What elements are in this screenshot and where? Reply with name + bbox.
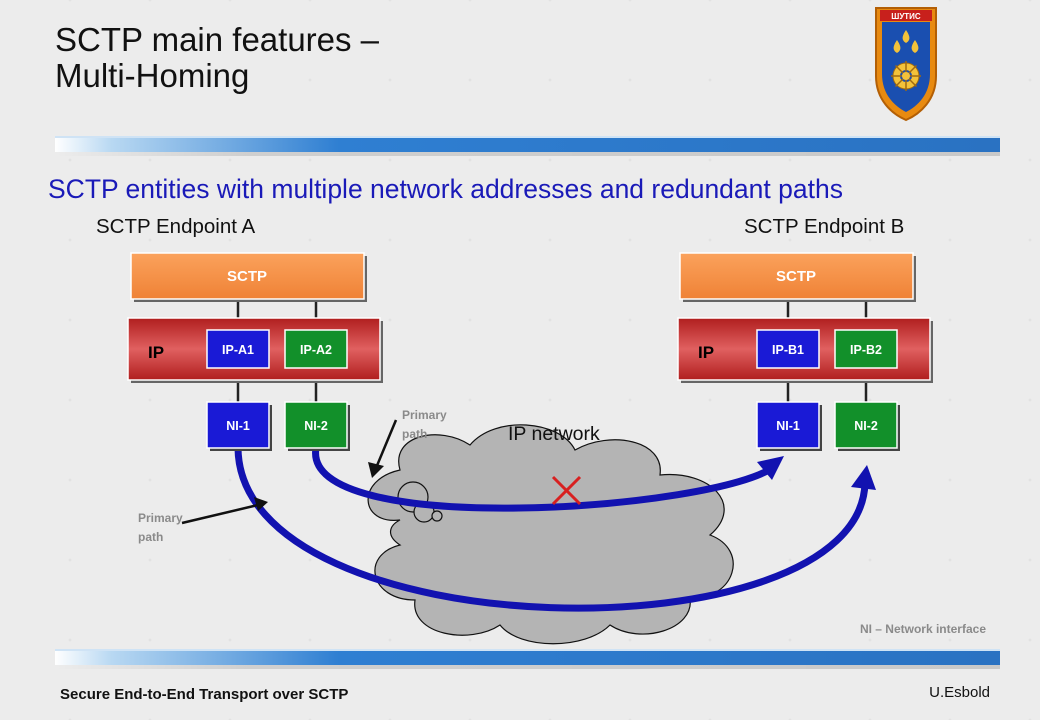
pointer-arrowhead-upper bbox=[368, 462, 384, 478]
primary-path-lower-line2: path bbox=[138, 530, 163, 544]
endpoint-a-ip-label: IP bbox=[148, 343, 164, 362]
endpoint-b-addr2-box bbox=[834, 329, 898, 369]
endpoint-b-addr1-box bbox=[756, 329, 820, 369]
endpoint-b-ni1-box bbox=[756, 401, 820, 449]
endpoint-a-ni1-label: NI-1 bbox=[226, 419, 250, 433]
endpoint-a-addr2-label: IP-A2 bbox=[300, 343, 332, 357]
network-paths bbox=[234, 447, 869, 612]
endpoint-a-addr1-box bbox=[206, 329, 270, 369]
endpoint-b-addr1-label: IP-B1 bbox=[772, 343, 804, 357]
endpoint-b-addr2-label: IP-B2 bbox=[850, 343, 882, 357]
slide-title: SCTP main features – Multi-Homing bbox=[55, 21, 380, 94]
endpoint-b-ni1-label: NI-1 bbox=[776, 419, 800, 433]
endpoint-b-label: SCTP Endpoint B bbox=[744, 215, 905, 238]
footer-author: U.Esbold bbox=[929, 684, 990, 701]
endpoint-b-sctp-label: SCTP bbox=[776, 268, 816, 285]
logo-text: ШУТИС bbox=[891, 12, 921, 21]
footer-divider bbox=[55, 649, 1000, 669]
endpoint-b-ip-label: IP bbox=[698, 343, 714, 362]
pointer-arrowhead-lower bbox=[254, 497, 268, 511]
endpoint-a-ni1-box bbox=[206, 401, 270, 449]
arrowhead-b-ni1 bbox=[757, 456, 784, 480]
primary-path-upper-line2: path bbox=[402, 427, 427, 441]
primary-path-upper-line1: Primary bbox=[402, 408, 447, 422]
endpoint-a-ni2-box bbox=[284, 401, 348, 449]
path-a-ni2-to-b-ni1 bbox=[312, 447, 778, 512]
endpoint-a-sctp-label: SCTP bbox=[227, 268, 267, 285]
ni-legend: NI – Network interface bbox=[860, 622, 986, 636]
path-a-ni1-to-b-ni2 bbox=[234, 447, 869, 612]
footer-course-title: Secure End-to-End Transport over SCTP bbox=[60, 686, 349, 703]
endpoint-b-ni2-label: NI-2 bbox=[854, 419, 878, 433]
slide-subtitle: SCTP entities with multiple network addr… bbox=[48, 174, 843, 204]
primary-path-pointers bbox=[181, 419, 398, 525]
endpoint-b-sctp-layer bbox=[679, 252, 914, 300]
title-divider bbox=[55, 136, 1000, 156]
endpoint-a-sctp-layer bbox=[130, 252, 365, 300]
endpoint-a-ni2-label: NI-2 bbox=[304, 419, 328, 433]
university-logo: ШУТИС bbox=[875, 7, 937, 122]
endpoint-b-stack: SCTP IP IP-B1 IP-B2 NI-1 NI-2 bbox=[677, 252, 933, 451]
endpoint-a-addr1-label: IP-A1 bbox=[222, 343, 254, 357]
primary-path-label-upper: Primary path bbox=[402, 408, 450, 441]
arrowhead-b-ni2 bbox=[851, 465, 876, 490]
primary-path-label-lower: Primary path bbox=[138, 511, 186, 544]
endpoint-a-addr2-box bbox=[284, 329, 348, 369]
endpoint-a-label: SCTP Endpoint A bbox=[96, 215, 256, 238]
endpoint-b-ni2-box bbox=[834, 401, 898, 449]
path-failure-icon bbox=[551, 475, 582, 506]
endpoint-a-stack: SCTP IP IP-A1 IP-A2 NI-1 NI-2 bbox=[127, 252, 383, 451]
ip-network-label: IP network bbox=[508, 423, 600, 445]
primary-path-lower-line1: Primary bbox=[138, 511, 183, 525]
